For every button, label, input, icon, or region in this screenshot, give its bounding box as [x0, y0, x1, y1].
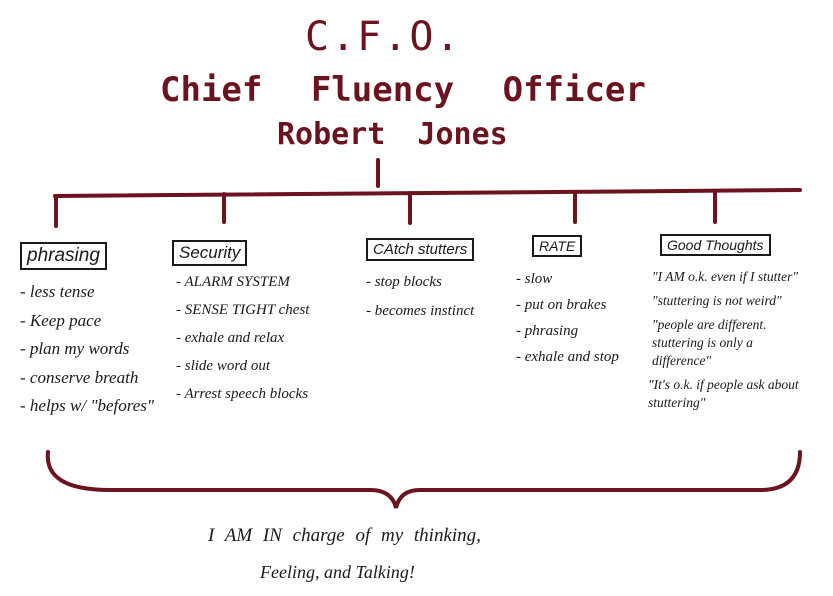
list-item: - Arrest speech blocks — [176, 386, 309, 402]
column-rate: - slow - put on brakes - phrasing - exha… — [516, 266, 619, 370]
page-title: C.F.O. — [305, 14, 462, 60]
list-item: - stop blocks — [366, 274, 442, 290]
bottom-bracket — [45, 450, 802, 509]
list-item: - less tense — [20, 282, 95, 301]
list-item: - becomes instinct — [366, 303, 475, 319]
list-item: "It's o.k. if people ask about stutterin… — [648, 377, 799, 410]
heading-phrasing: phrasing — [20, 242, 107, 270]
list-item: - SENSE TIGHT chest — [176, 302, 310, 318]
person-name: Robert Jones — [277, 117, 508, 152]
column-good-thoughts: "I AM o.k. even if I stutter" "stutterin… — [648, 268, 812, 412]
footer-line-2: Feeling, and Talking! — [260, 562, 415, 582]
list-item: - exhale and stop — [516, 349, 619, 365]
list-item: "I AM o.k. even if I stutter" — [652, 269, 799, 284]
list-item: - phrasing — [516, 323, 579, 339]
list-item: - helps w/ "befores" — [20, 396, 155, 415]
list-item: - slow — [516, 271, 553, 287]
list-item: "people are different. stuttering is onl… — [652, 317, 767, 368]
column-security: - ALARM SYSTEM - SENSE TIGHT chest - exh… — [176, 268, 309, 408]
list-item: - exhale and relax — [176, 330, 285, 346]
list-item: "stuttering is not weird" — [652, 293, 782, 308]
column-phrasing: - less tense - Keep pace - plan my words… — [20, 278, 154, 421]
list-item: - put on brakes — [516, 297, 607, 313]
list-item: - slide word out — [176, 358, 271, 374]
list-item: - conserve breath — [20, 367, 139, 387]
column-catch-stutters: - stop blocks - becomes instinct — [366, 268, 474, 326]
list-item: - ALARM SYSTEM — [176, 274, 290, 290]
heading-good-thoughts: Good Thoughts — [660, 234, 771, 256]
list-item: - plan my words — [20, 339, 130, 358]
heading-catch-stutters: CAtch stutters — [366, 238, 475, 261]
footer-line-1: I AM IN charge of my thinking, — [208, 525, 481, 546]
list-item: - Keep pace — [20, 310, 102, 330]
top-branch-bar — [53, 188, 802, 198]
heading-rate: RATE — [532, 235, 583, 257]
page-subtitle: Chief Fluency Officer — [160, 70, 646, 110]
heading-security: Security — [172, 240, 248, 266]
